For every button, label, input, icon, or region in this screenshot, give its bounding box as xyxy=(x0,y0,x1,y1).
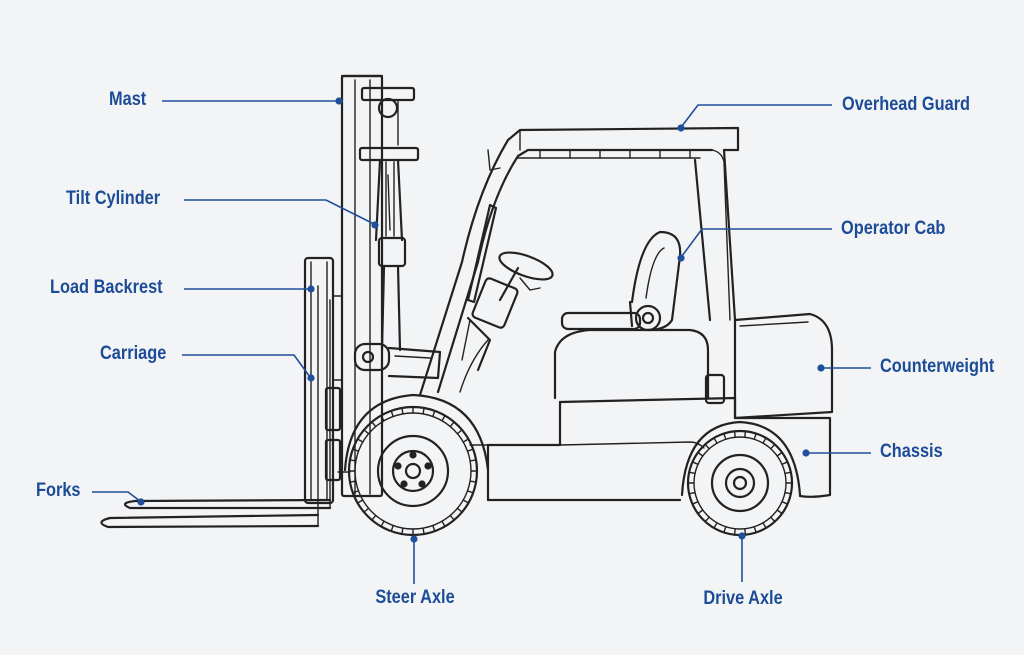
tire-tread xyxy=(734,431,736,438)
steer-wheel-drawing xyxy=(347,405,479,537)
label-operator-cab: Operator Cab xyxy=(841,218,946,239)
tire-tread xyxy=(770,444,775,450)
tire-tread xyxy=(689,471,696,475)
tire-tread xyxy=(466,490,473,494)
mast-leader xyxy=(162,97,343,105)
load-backrest-drawing xyxy=(303,256,343,505)
tire-tread xyxy=(689,491,696,495)
tire-tread xyxy=(713,438,718,444)
tire-tread xyxy=(776,452,782,457)
leader-lines xyxy=(92,97,871,584)
tire-tread xyxy=(692,461,699,465)
drive-wheel-drawing xyxy=(680,420,802,537)
tire-tread xyxy=(371,514,377,520)
overhead-guard-drawing xyxy=(418,126,740,397)
label-drive-axle: Drive Axle xyxy=(703,588,783,609)
chassis-leader xyxy=(802,449,871,457)
label-carriage: Carriage xyxy=(100,343,167,364)
tire-tread xyxy=(744,431,746,438)
tire-tread xyxy=(350,459,357,462)
tire-tread xyxy=(753,433,757,440)
tilt-cylinder-drawing xyxy=(358,86,420,352)
tire-tread xyxy=(350,480,357,483)
forklift-line-art xyxy=(100,74,834,537)
forks-drawing xyxy=(100,285,332,529)
tire-tread xyxy=(753,526,757,533)
label-chassis: Chassis xyxy=(880,441,943,462)
tire-tread xyxy=(469,459,476,462)
tire-tread xyxy=(449,514,455,520)
tire-tread xyxy=(456,429,462,435)
tire-tread xyxy=(705,444,710,450)
tire-tread xyxy=(441,415,446,422)
tire-tread xyxy=(469,480,476,483)
tire-tread xyxy=(776,509,782,514)
label-counterweight: Counterweight xyxy=(880,356,995,377)
tire-tread xyxy=(401,408,404,415)
tire-tread xyxy=(781,461,788,465)
label-forks: Forks xyxy=(36,480,81,501)
tire-tread xyxy=(456,507,462,513)
forks-leader xyxy=(92,491,145,506)
tire-tread xyxy=(449,422,455,428)
tire-tread xyxy=(432,524,436,531)
tire-tread xyxy=(734,528,736,535)
label-steer-axle: Steer Axle xyxy=(375,587,455,608)
tire-tread xyxy=(380,415,385,422)
overhead-guard-leader xyxy=(677,104,832,132)
tire-tread xyxy=(466,448,473,452)
tire-tread xyxy=(353,448,360,452)
counterweight-drawing xyxy=(704,312,834,420)
tire-tread xyxy=(371,422,377,428)
tire-tread xyxy=(705,516,710,522)
tire-tread xyxy=(432,411,436,418)
seat-drawing xyxy=(553,230,710,400)
tire-tread xyxy=(462,499,469,504)
tire-tread xyxy=(357,499,364,504)
label-mast: Mast xyxy=(109,89,147,110)
label-overhead-guard: Overhead Guard xyxy=(842,94,971,115)
tilt-linkage xyxy=(353,342,442,380)
tire-tread xyxy=(713,522,718,528)
steering-drawing xyxy=(466,251,554,372)
tire-tread xyxy=(364,507,370,513)
tire-tread xyxy=(441,520,446,527)
tire-tread xyxy=(698,509,704,514)
tire-tread xyxy=(380,520,385,527)
counterweight-leader xyxy=(817,364,871,372)
chassis-drawing xyxy=(469,396,832,502)
load-backrest-leader xyxy=(184,285,315,293)
operator-cab-leader xyxy=(677,228,832,262)
tire-tread xyxy=(770,516,775,522)
tire-tread xyxy=(762,522,767,528)
tire-tread xyxy=(401,527,404,534)
tire-tread xyxy=(364,429,370,435)
tire-tread xyxy=(353,490,360,494)
tire-tread xyxy=(698,452,704,457)
tire-tread xyxy=(390,524,394,531)
label-tilt-cylinder: Tilt Cylinder xyxy=(66,188,161,209)
tire-tread xyxy=(357,438,364,443)
carriage-leader xyxy=(182,354,315,382)
tire-tread xyxy=(723,526,727,533)
tire-tread xyxy=(781,501,788,505)
tire-tread xyxy=(390,411,394,418)
tire-tread xyxy=(744,528,746,535)
tire-tread xyxy=(723,433,727,440)
tilt-cylinder-leader xyxy=(184,199,379,229)
drive-axle-leader xyxy=(738,532,746,582)
tire-tread xyxy=(422,408,425,415)
tire-tread xyxy=(462,438,469,443)
tire-tread xyxy=(784,491,791,495)
tire-tread xyxy=(422,527,425,534)
tire-tread xyxy=(762,438,767,444)
steer-axle-leader xyxy=(410,535,418,584)
tire-tread xyxy=(784,471,791,475)
label-load-backrest: Load Backrest xyxy=(50,277,163,298)
tire-tread xyxy=(692,501,699,505)
